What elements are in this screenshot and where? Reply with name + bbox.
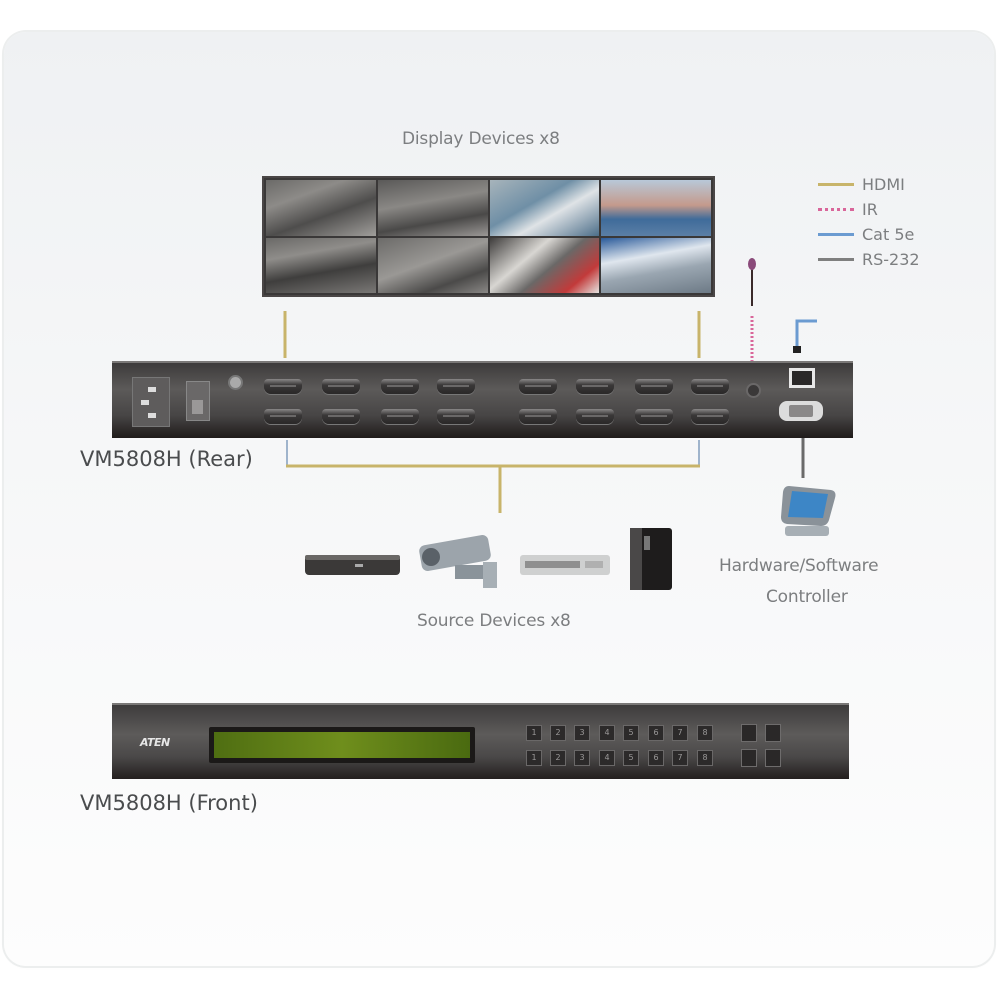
power-socket [132,377,170,427]
dvd-player-icon [305,555,400,575]
controller-label-line2: Controller [766,587,848,607]
output-button-8[interactable]: 8 [697,725,713,741]
input-button-4[interactable]: 4 [599,750,615,766]
source-devices-label: Source Devices x8 [417,611,571,631]
rear-model-label: VM5808H (Rear) [80,447,253,471]
source-devices-icons [305,528,672,590]
hdmi-line-swatch [818,182,854,186]
aten-logo: ATEN [140,736,170,749]
display-tile-8 [601,237,711,293]
ethernet-port [789,368,815,388]
hdmi-input-port-2 [322,409,360,424]
output-button-7[interactable]: 7 [672,725,688,741]
rs232-line-swatch [818,257,854,261]
output-button-3[interactable]: 3 [574,725,590,741]
ir-port [746,383,761,398]
controller-label-line1: Hardware/Software [719,556,879,576]
hdmi-input-port-1 [264,409,302,424]
legend-ir: IR [818,199,878,219]
hdmi-input-port-7 [635,409,673,424]
ground-screw [228,375,243,390]
desktop-tower-icon [630,528,672,590]
hdmi-input-port-5 [519,409,557,424]
input-button-8[interactable]: 8 [697,750,713,766]
output-button-1[interactable]: 1 [526,725,542,741]
output-button-6[interactable]: 6 [648,725,664,741]
input-button-7[interactable]: 7 [672,750,688,766]
hdmi-output-port-6 [576,379,614,394]
display-tile-1 [266,180,376,236]
front-panel: ATEN 1 2 3 4 5 6 7 8 1 2 3 4 5 6 7 8 [112,703,849,779]
ir-line-swatch [818,207,854,211]
rs232-port [779,401,823,421]
display-devices-label: Display Devices x8 [402,129,560,149]
front-model-label: VM5808H (Front) [80,791,258,815]
input-button-5[interactable]: 5 [623,750,639,766]
display-tile-2 [377,180,488,236]
output-button-5[interactable]: 5 [623,725,639,741]
hdmi-input-port-8 [691,409,729,424]
hdmi-output-port-5 [519,379,557,394]
hdmi-output-port-7 [635,379,673,394]
control-button-1[interactable] [741,724,757,742]
legend-rs232: RS-232 [818,249,920,269]
control-button-4[interactable] [765,749,781,767]
display-tile-6 [377,237,488,293]
input-button-2[interactable]: 2 [550,750,566,766]
input-button-3[interactable]: 3 [574,750,590,766]
hdmi-output-port-1 [264,379,302,394]
hdmi-input-port-3 [381,409,419,424]
video-wall [262,176,715,297]
control-button-3[interactable] [741,749,757,767]
output-button-2[interactable]: 2 [550,725,566,741]
display-tile-3 [489,180,600,236]
hdmi-input-port-4 [437,409,475,424]
lcd-display [214,732,470,758]
display-tile-4 [601,180,711,236]
hdmi-output-port-2 [322,379,360,394]
legend-hdmi: HDMI [818,174,905,194]
media-player-icon [520,555,610,575]
output-button-4[interactable]: 4 [599,725,615,741]
hdmi-output-port-8 [691,379,729,394]
controller-icon [781,486,836,536]
legend-cat5e: Cat 5e [818,224,914,244]
lcd-display-frame [209,727,475,763]
control-button-2[interactable] [765,724,781,742]
power-switch[interactable] [186,381,210,421]
hdmi-input-port-6 [576,409,614,424]
rear-panel [112,361,853,438]
display-tile-7 [489,237,600,293]
input-button-1[interactable]: 1 [526,750,542,766]
input-button-6[interactable]: 6 [648,750,664,766]
hdmi-output-port-3 [381,379,419,394]
display-tile-5 [266,237,376,293]
hdmi-output-port-4 [437,379,475,394]
cctv-camera-icon [419,535,497,588]
cat5e-line-swatch [818,232,854,236]
